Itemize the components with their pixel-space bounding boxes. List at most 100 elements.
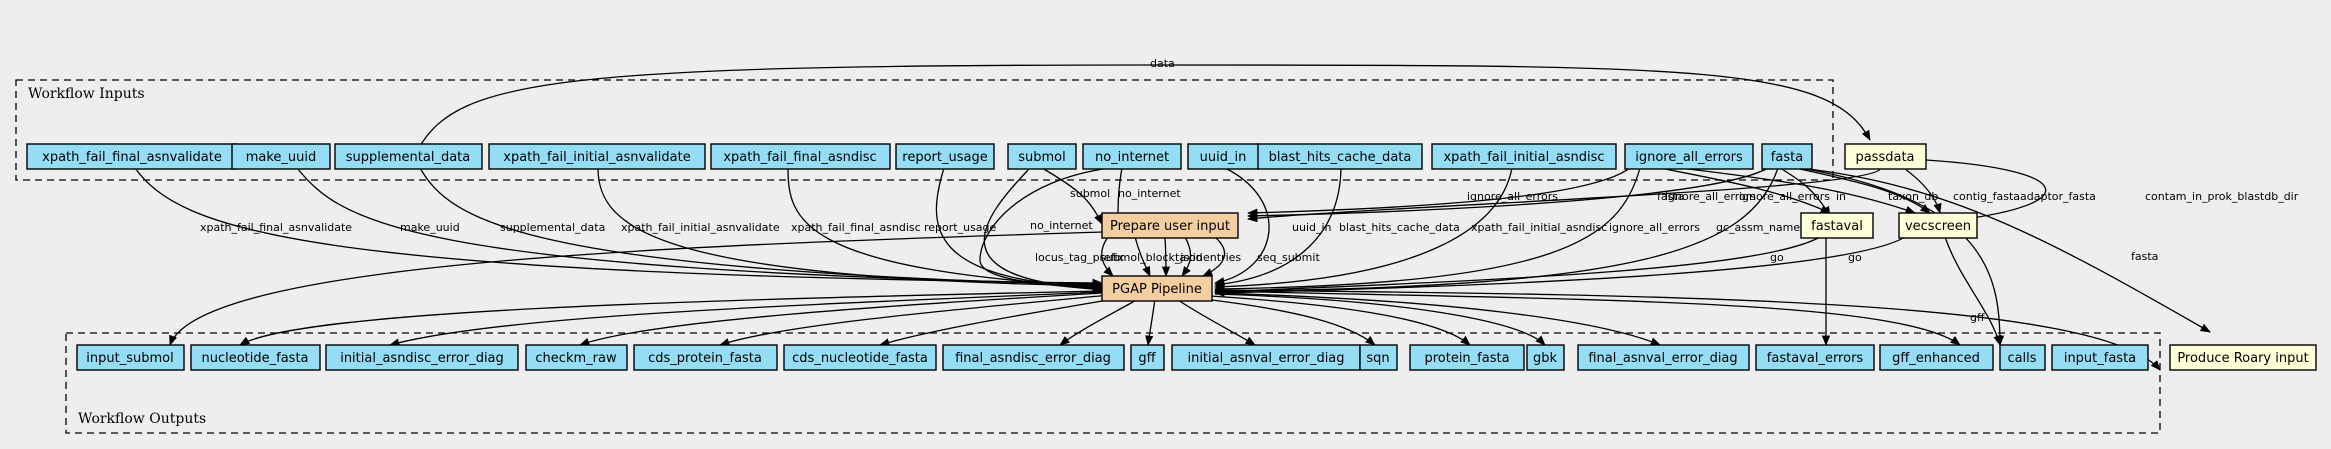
edge-label-contam: contam_in_prok_blastdb_dir [2145, 190, 2299, 203]
svg-text:submol: submol [1018, 150, 1066, 165]
edge-out-cds-protein-fasta [719, 294, 1111, 346]
svg-text:uuid_in: uuid_in [1200, 150, 1247, 165]
svg-text:input_fasta: input_fasta [2064, 351, 2136, 366]
edge-fasta-roary: fasta [1799, 167, 2211, 333]
edge-out-cds-nucleotide-fasta [879, 297, 1121, 347]
step-vecscreen[interactable]: vecscreen [1898, 212, 1978, 239]
input-ignore-all-errors[interactable]: ignore_all_errors [1624, 143, 1754, 170]
edge-label-contig-fasta: contig_fasta [1953, 190, 2020, 203]
edge-xpath-fail-initial-asnvalidate: xpath_fail_initial_asnvalidate [597, 167, 1104, 290]
output-sqn[interactable]: sqn [1359, 344, 1398, 371]
step-fastaval[interactable]: fastaval [1800, 212, 1874, 239]
svg-text:gbk: gbk [1533, 351, 1558, 366]
output-final-asnval-error-diag[interactable]: final_asnval_error_diag [1577, 344, 1750, 371]
edge-label-fasta-prep: fasta [1657, 190, 1684, 203]
output-gff-enhanced[interactable]: gff_enhanced [1879, 344, 1994, 371]
output-initial-asndisc-error-diag[interactable]: initial_asndisc_error_diag [325, 344, 519, 371]
input-xpath-fail-final-asnvalidate[interactable]: xpath_fail_final_asnvalidate [26, 143, 238, 170]
svg-text:nucleotide_fasta: nucleotide_fasta [201, 351, 308, 366]
edge-label-gc-assm-name: gc_assm_name [1716, 221, 1800, 234]
svg-text:input_submol: input_submol [86, 351, 173, 366]
svg-text:fasta: fasta [1771, 150, 1803, 165]
edge-label-gff: gff [1970, 311, 1985, 324]
input-fasta[interactable]: fasta [1761, 143, 1813, 170]
input-blast-hits-cache-data[interactable]: blast_hits_cache_data [1257, 143, 1423, 170]
edge-gff-roary: gff [1214, 289, 2161, 371]
edge-label-data: data [1150, 57, 1175, 70]
input-submol[interactable]: submol [1007, 143, 1077, 170]
step-passdata[interactable]: passdata [1844, 143, 1927, 170]
edge-contig-fasta: contig_fasta [1794, 167, 2020, 214]
svg-text:xpath_fail_initial_asnvalidate: xpath_fail_initial_asnvalidate [503, 150, 690, 165]
edge-label-go-fastaval: go [1770, 251, 1784, 264]
input-xpath-fail-final-asndisc[interactable]: xpath_fail_final_asndisc [710, 143, 891, 170]
svg-text:xpath_fail_final_asnvalidate: xpath_fail_final_asnvalidate [42, 150, 222, 165]
edge-prep-input-submol [169, 231, 1103, 346]
step-prepare-user-input[interactable]: Prepare user input [1101, 212, 1239, 239]
workflow-outputs-cluster: Workflow Outputs [65, 332, 2161, 434]
edge-label-entries: entries [1203, 251, 1241, 264]
edge-out-sqn [1194, 297, 1376, 346]
output-input-submol[interactable]: input_submol [76, 344, 185, 371]
edge-out-final-asndisc-error-diag [1059, 297, 1141, 346]
output-protein-fasta[interactable]: protein_fasta [1409, 344, 1525, 371]
edge-label-blast-hits-cache-data: blast_hits_cache_data [1339, 221, 1460, 234]
edge-label-make-uuid: make_uuid [400, 221, 460, 234]
edge-out-nucleotide-fasta [239, 290, 1103, 346]
output-cds-nucleotide-fasta[interactable]: cds_nucleotide_fasta [783, 344, 937, 371]
input-make-uuid[interactable]: make_uuid [231, 143, 331, 170]
step-pgap-pipeline[interactable]: PGAP Pipeline [1101, 275, 1213, 302]
edge-make-uuid: make_uuid [296, 167, 1104, 288]
svg-text:supplemental_data: supplemental_data [346, 150, 470, 165]
edge-label-taxon-db: taxon_db [1888, 190, 1938, 203]
input-report-usage[interactable]: report_usage [895, 143, 995, 170]
edge-taxid: taxid [1161, 236, 1203, 278]
input-no-internet[interactable]: no_internet [1082, 143, 1182, 170]
svg-text:Prepare user input: Prepare user input [1110, 219, 1230, 234]
edge-label-report-usage: report_usage [924, 221, 997, 234]
edge-label-no-internet-pgap: no_internet [1030, 219, 1093, 232]
edge-label-submol: submol [1070, 187, 1110, 200]
edge-label-xpath-fail-initial-asndisc: xpath_fail_initial_asndisc [1471, 221, 1607, 234]
input-supplemental-data[interactable]: supplemental_data [334, 143, 483, 170]
output-fastaval-errors[interactable]: fastaval_errors [1755, 344, 1875, 371]
output-initial-asnval-error-diag[interactable]: initial_asnval_error_diag [1171, 344, 1361, 371]
edge-out-gff-enhanced [1214, 290, 1961, 346]
svg-text:cds_nucleotide_fasta: cds_nucleotide_fasta [792, 351, 928, 366]
edge-fasta-input-fasta [1799, 167, 2005, 347]
svg-text:blast_hits_cache_data: blast_hits_cache_data [1269, 150, 1412, 165]
edge-label-supplemental-data: supplemental_data [500, 221, 605, 234]
svg-text:fastaval_errors: fastaval_errors [1767, 351, 1864, 366]
edge-data: data [419, 57, 1871, 147]
svg-text:calls: calls [2007, 351, 2036, 366]
edge-xpath-fail-final-asnvalidate: xpath_fail_final_asnvalidate [134, 167, 1104, 288]
input-xpath-fail-initial-asndisc[interactable]: xpath_fail_initial_asndisc [1431, 143, 1617, 170]
input-xpath-fail-initial-asnvalidate[interactable]: xpath_fail_initial_asnvalidate [488, 143, 706, 170]
step-produce-roary-input[interactable]: Produce Roary input [2169, 344, 2317, 371]
edge-go-vecscreen: go [1213, 236, 1906, 297]
output-input-fasta[interactable]: input_fasta [2051, 344, 2149, 371]
output-gbk[interactable]: gbk [1526, 344, 1565, 371]
edge-label-ignore-pgap: ignore_all_errors [1609, 221, 1700, 234]
edge-label-xpath-fail-final-asndisc: xpath_fail_final_asndisc [791, 221, 921, 234]
input-uuid-in[interactable]: uuid_in [1187, 143, 1260, 170]
edge-submol: submol [1041, 167, 1110, 225]
edge-out-gbk [1214, 293, 1546, 346]
output-gff[interactable]: gff [1130, 344, 1165, 371]
output-calls[interactable]: calls [1999, 344, 2046, 371]
edge-label-go-vecscreen: go [1848, 251, 1862, 264]
svg-text:ignore_all_errors: ignore_all_errors [1635, 150, 1743, 165]
svg-text:make_uuid: make_uuid [246, 150, 317, 165]
svg-text:protein_fasta: protein_fasta [1424, 351, 1509, 366]
output-final-asndisc-error-diag[interactable]: final_asndisc_error_diag [942, 344, 1125, 371]
edge-locus-tag-prefix: locus_tag_prefix [1035, 236, 1125, 277]
edge-ignore-fastaval: ignore_all_errors [1659, 167, 1831, 214]
svg-text:vecscreen: vecscreen [1905, 219, 1971, 234]
output-checkm-raw[interactable]: checkm_raw [525, 344, 628, 371]
svg-text:passdata: passdata [1855, 150, 1914, 165]
output-cds-protein-fasta[interactable]: cds_protein_fasta [633, 344, 778, 371]
output-nucleotide-fasta[interactable]: nucleotide_fasta [190, 344, 321, 371]
svg-text:checkm_raw: checkm_raw [535, 351, 617, 366]
workflow-inputs-label: Workflow Inputs [28, 86, 145, 102]
svg-text:initial_asndisc_error_diag: initial_asndisc_error_diag [340, 351, 504, 366]
